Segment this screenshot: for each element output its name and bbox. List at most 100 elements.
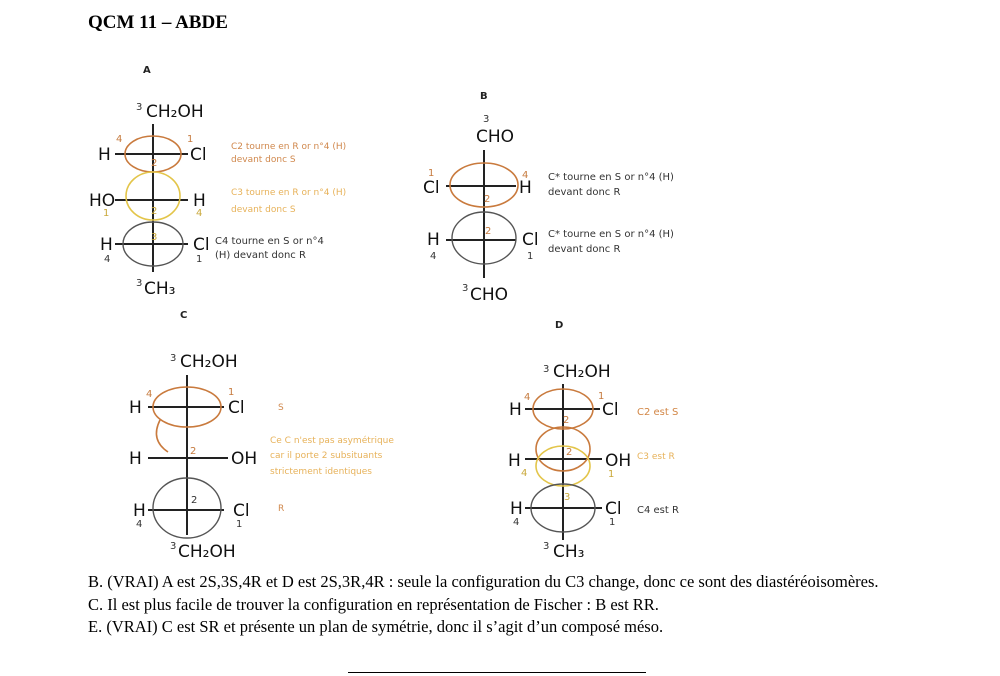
molecule-b-r2-left-num: 4: [430, 251, 436, 262]
answer-explanations: B. (VRAI) A est 2S,3S,4R et D est 2S,3R,…: [88, 571, 968, 639]
answer-b: B. (VRAI) A est 2S,3S,4R et D est 2S,3R,…: [88, 572, 879, 591]
molecule-b-note2-l1: C* tourne en S or n°4 (H): [548, 229, 674, 240]
molecule-a-r3-left-num: 4: [104, 254, 110, 265]
molecule-a-r2-left: HO: [89, 191, 115, 211]
molecule-a-note1-l1: C2 tourne en R or n°4 (H): [231, 142, 346, 152]
molecule-c-letter: C: [180, 310, 187, 321]
molecule-a-top-num: 3: [136, 102, 142, 113]
molecule-a-note3-l2: (H) devant donc R: [215, 250, 306, 261]
molecule-a-note1-l2: devant donc S: [231, 155, 296, 165]
molecule-a-r2-left-num: 1: [103, 208, 109, 219]
molecule-c-note1: S: [278, 403, 284, 413]
fischer-projections-figure: A 3 CH₂OH H Cl 4 1 2 HO H 1 4 2 H Cl 4 1…: [89, 65, 679, 562]
molecule-c-top-num: 3: [170, 353, 176, 364]
molecule-d-bottom-num: 3: [543, 541, 549, 552]
molecule-b-note1-l1: C* tourne en S or n°4 (H): [548, 172, 674, 183]
molecule-b-top-num: 3: [483, 114, 489, 125]
molecule-d-top-num: 3: [543, 364, 549, 375]
molecule-c-r1-right: Cl: [228, 398, 245, 418]
molecule-c-note2-l3: strictement identiques: [270, 467, 372, 477]
molecule-d-r3-center-num: 3: [564, 492, 570, 503]
molecule-b-r2-left: H: [427, 230, 440, 250]
molecule-a-r2-center-num: 2: [151, 206, 157, 217]
molecule-a-top-group: CH₂OH: [146, 102, 204, 122]
molecule-d-letter: D: [555, 320, 563, 331]
molecule-c-r1-right-num: 1: [228, 387, 234, 398]
molecule-a-r3-right-num: 1: [196, 254, 202, 265]
molecule-c-top-group: CH₂OH: [180, 352, 238, 372]
molecule-a: A 3 CH₂OH H Cl 4 1 2 HO H 1 4 2 H Cl 4 1…: [89, 65, 346, 299]
molecule-b: B 3 CHO Cl H 1 4 2 H Cl 4 1 2 3 CHO C* t…: [423, 91, 674, 305]
molecule-b-bottom-num: 3: [462, 283, 468, 294]
molecule-d-note2: C3 est R: [637, 452, 675, 462]
molecule-a-r1-center-num: 2: [151, 158, 157, 169]
molecule-a-note2-l2: devant donc S: [231, 205, 296, 215]
molecule-c-r3-left: H: [133, 501, 146, 521]
molecule-c-r2-center-num: 2: [190, 446, 196, 457]
molecule-c-r3-center-num: 2: [191, 495, 197, 506]
molecule-b-bottom-group: CHO: [470, 285, 508, 305]
molecule-d-r3-right-num: 1: [609, 517, 615, 528]
molecule-b-letter: B: [480, 91, 488, 102]
molecule-b-note2-l2: devant donc R: [548, 244, 620, 255]
molecule-c-r1-left: H: [129, 398, 142, 418]
molecule-c-r2-left: H: [129, 449, 142, 469]
molecule-a-r3-right: Cl: [193, 235, 210, 255]
molecule-c-r3-right: Cl: [233, 501, 250, 521]
molecule-c-r3-left-num: 4: [136, 519, 142, 530]
molecule-d-r2-center-num: 2: [566, 447, 572, 458]
molecule-d-r2-left-num: 4: [521, 468, 527, 479]
molecule-c-note2-l2: car il porte 2 subsituants: [270, 451, 383, 461]
molecule-d-r2-right: OH: [605, 451, 631, 471]
molecule-d-r2-left: H: [508, 451, 521, 471]
molecule-a-r3-left: H: [100, 235, 113, 255]
molecule-d: D 3 CH₂OH H Cl 4 1 2 H OH 4 1 2 H Cl 4 1…: [508, 320, 679, 562]
molecule-d-r1-right: Cl: [602, 400, 619, 420]
molecule-d-r3-right: Cl: [605, 499, 622, 519]
molecule-a-r3-center-num: 3: [151, 232, 157, 243]
molecule-a-r1-left: H: [98, 145, 111, 165]
molecule-c: C 3 CH₂OH H Cl 4 1 H OH 2 H Cl 4 1 2 3 C…: [129, 310, 394, 562]
molecule-d-top-group: CH₂OH: [553, 362, 611, 382]
molecule-a-bottom-num: 3: [136, 278, 142, 289]
molecule-d-note1: C2 est S: [637, 407, 678, 418]
molecule-b-r1-left: Cl: [423, 178, 440, 198]
molecule-b-note1-l2: devant donc R: [548, 187, 620, 198]
answer-e: E. (VRAI) C est SR et présente un plan d…: [88, 617, 664, 636]
molecule-a-r1-left-num: 4: [116, 134, 122, 145]
molecule-b-r2-center-num: 2: [485, 226, 491, 237]
molecule-a-letter: A: [143, 65, 151, 76]
molecule-c-note2-l1: Ce C n'est pas asymétrique: [270, 435, 394, 446]
molecule-d-r3-left-num: 4: [513, 517, 519, 528]
molecule-c-bottom-group: CH₂OH: [178, 542, 236, 562]
molecule-b-r1-center-num: 2: [484, 194, 490, 205]
molecule-a-r1-right-num: 1: [187, 134, 193, 145]
molecule-b-top-group: CHO: [476, 127, 514, 147]
molecule-c-r1-left-num: 4: [146, 389, 152, 400]
bottom-rule: [348, 672, 646, 673]
molecule-d-r1-center-num: 2: [563, 415, 569, 426]
molecule-b-r1-right: H: [519, 178, 532, 198]
molecule-c-note3: R: [278, 504, 284, 514]
molecule-d-r1-left-num: 4: [524, 392, 530, 403]
molecule-a-r2-right-num: 4: [196, 208, 202, 219]
answer-c: C. Il est plus facile de trouver la conf…: [88, 594, 659, 614]
page-title: QCM 11 – ABDE: [88, 12, 228, 33]
molecule-d-r3-left: H: [510, 499, 523, 519]
molecule-b-r2-right: Cl: [522, 230, 539, 250]
molecule-c-r2-right: OH: [231, 449, 257, 469]
molecule-a-note2-l1: C3 tourne en R or n°4 (H): [231, 188, 346, 198]
molecule-d-r2-right-num: 1: [608, 469, 614, 480]
molecule-b-r1-right-num: 4: [522, 170, 528, 181]
molecule-a-note3-l1: C4 tourne en S or n°4: [215, 236, 324, 247]
molecule-c-bottom-num: 3: [170, 541, 176, 552]
molecule-d-r1-left: H: [509, 400, 522, 420]
molecule-c-r3-right-num: 1: [236, 519, 242, 530]
molecule-d-bottom-group: CH₃: [553, 542, 584, 562]
molecule-d-note3: C4 est R: [637, 505, 679, 516]
molecule-b-r1-left-num: 1: [428, 168, 434, 179]
molecule-a-bottom-group: CH₃: [144, 279, 175, 299]
molecule-a-r2-right: H: [193, 191, 206, 211]
molecule-d-r1-right-num: 1: [598, 391, 604, 402]
molecule-a-r1-right: Cl: [190, 145, 207, 165]
